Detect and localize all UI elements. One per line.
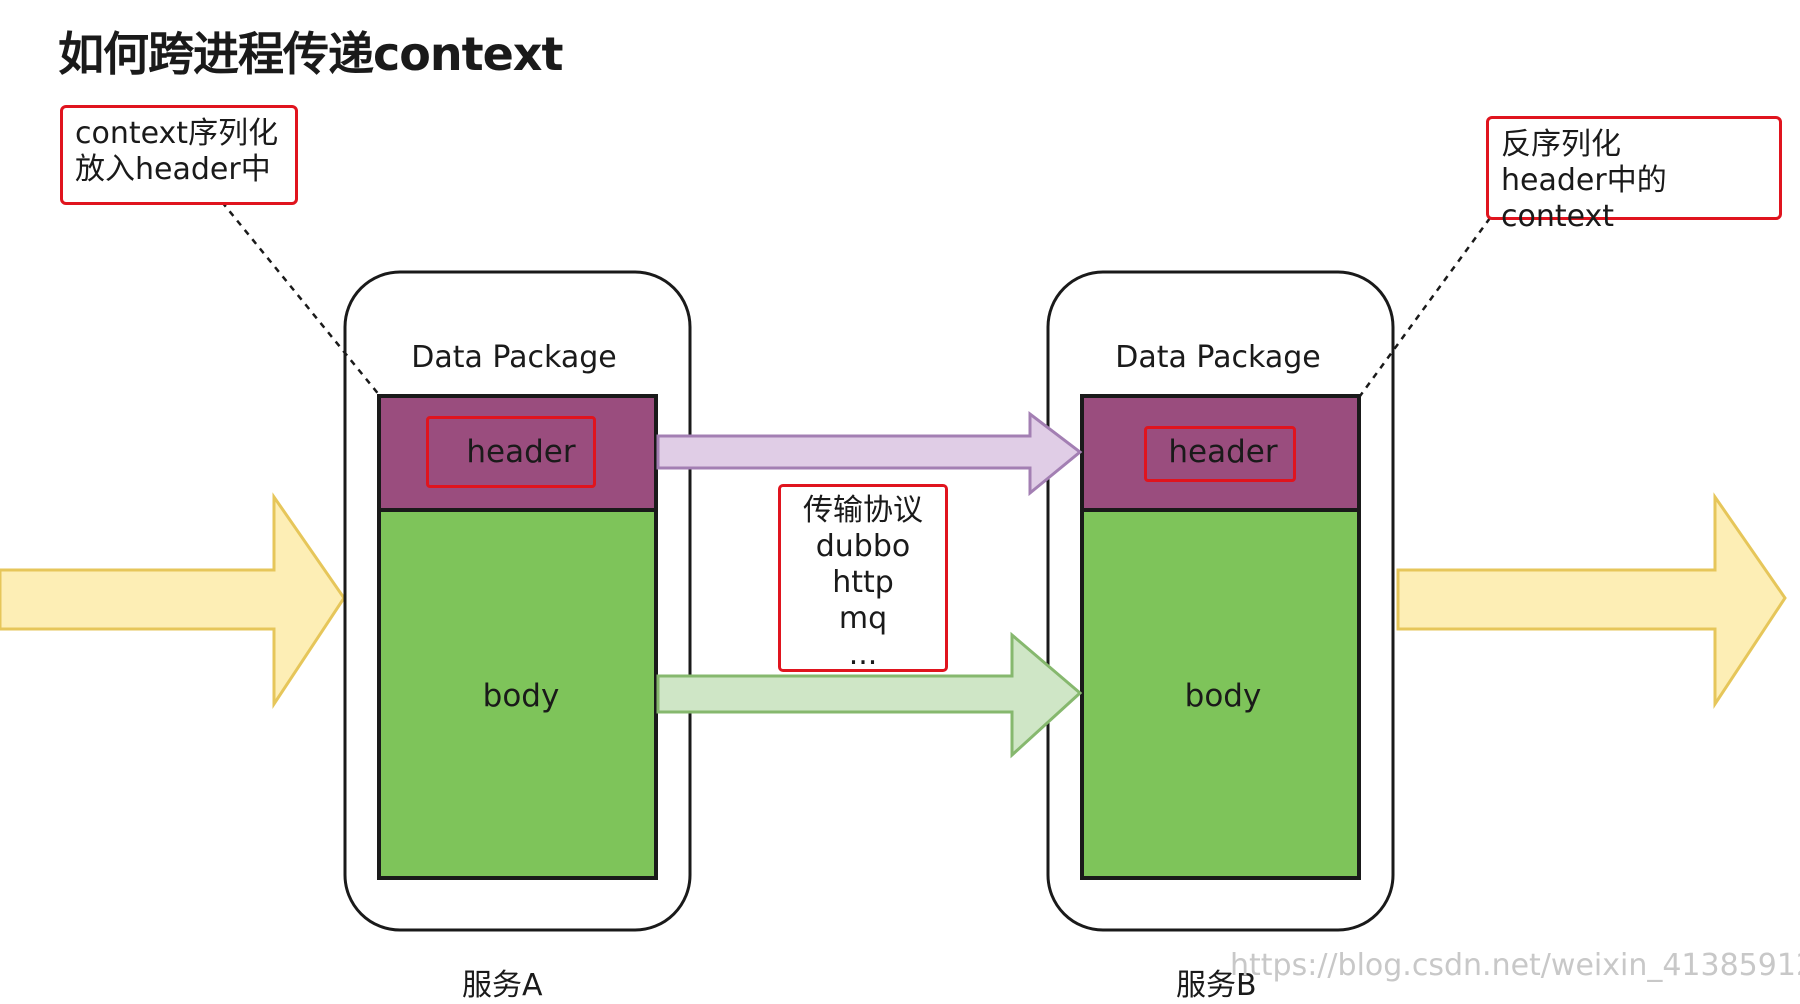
protocol-more: ... <box>848 637 878 672</box>
deserialize-note-line-2: header中的context <box>1501 163 1667 234</box>
service-a-label: 服务A <box>462 968 543 1003</box>
service-a-header-highlight <box>426 416 596 488</box>
protocol-title: 传输协议 <box>803 493 923 528</box>
serialize-note-line-1: context序列化 <box>75 116 279 151</box>
deserialize-note: 反序列化 header中的context <box>1486 116 1782 234</box>
service-b-body-cell <box>1080 508 1361 880</box>
page-title: 如何跨进程传递context <box>58 27 563 81</box>
serialize-note: context序列化 放入header中 <box>60 105 298 205</box>
service-b-body-label: body <box>1184 678 1262 714</box>
service-a-package-title: Data Package <box>411 340 617 375</box>
service-b-package-title: Data Package <box>1115 340 1321 375</box>
left-note-connector <box>221 201 381 397</box>
protocol-mq: mq <box>838 601 888 636</box>
deserialize-note-line-1: 反序列化 <box>1501 127 1621 162</box>
service-a-body-cell <box>377 508 658 880</box>
protocol-dubbo: dubbo <box>815 529 911 564</box>
protocol-http: http <box>832 565 894 600</box>
service-a-body-label: body <box>482 678 560 714</box>
protocol-box: 传输协议 dubbo http mq ... <box>778 484 948 672</box>
header-transfer-arrow <box>656 410 1083 497</box>
serialize-note-line-2: 放入header中 <box>75 152 271 187</box>
service-b-header-label: header <box>1168 434 1278 470</box>
watermark: https://blog.csdn.net/weixin_41385912 <box>1230 948 1800 983</box>
right-note-connector <box>1358 217 1492 397</box>
body-transfer-arrow <box>656 631 1083 759</box>
service-a-header-label: header <box>466 434 576 470</box>
service-b-header-highlight <box>1144 426 1296 482</box>
incoming-flow-arrow <box>0 492 346 709</box>
outgoing-flow-arrow <box>1396 492 1787 709</box>
